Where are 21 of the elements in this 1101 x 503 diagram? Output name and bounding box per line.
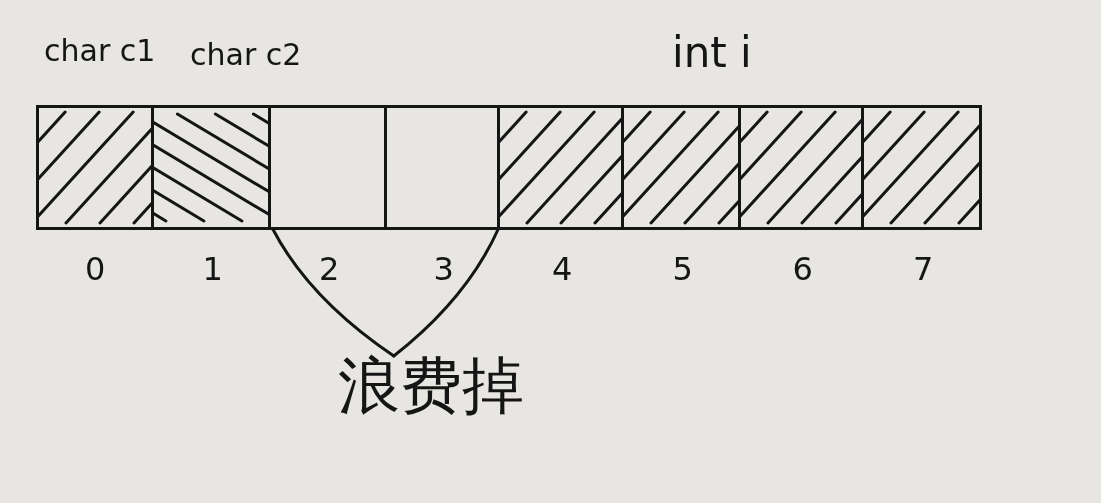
leader-line	[271, 227, 396, 358]
variable-label: int i	[672, 30, 752, 77]
index-number: 7	[913, 252, 934, 288]
memory-cell	[864, 105, 982, 230]
index-number: 6	[792, 252, 813, 288]
annotation-text: 浪费掉	[338, 352, 524, 421]
variable-label: char c1	[44, 34, 156, 67]
index-number: 1	[202, 252, 223, 288]
leader-line	[392, 227, 500, 358]
memory-cell	[741, 105, 864, 230]
index-number: 4	[552, 252, 573, 288]
index-number: 3	[433, 252, 454, 288]
index-number: 0	[85, 252, 106, 288]
index-number: 2	[319, 252, 340, 288]
memory-cell	[154, 105, 271, 230]
memory-cell	[387, 105, 500, 230]
memory-cell	[624, 105, 741, 230]
index-number: 5	[672, 252, 693, 288]
memory-cell	[500, 105, 624, 230]
variable-label: char c2	[190, 38, 302, 71]
memory-cell	[36, 105, 154, 230]
